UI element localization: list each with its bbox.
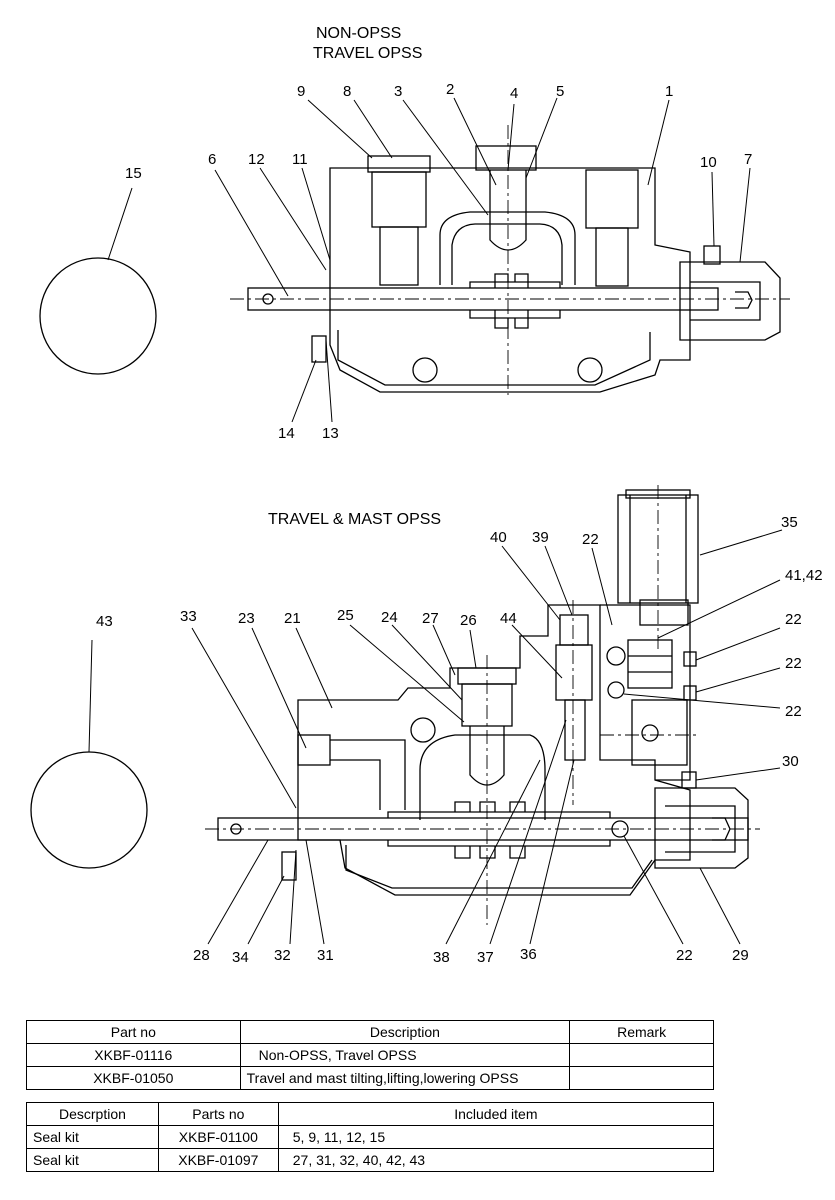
kit-parts-no-cell: XKBF-01100	[157, 1125, 279, 1149]
callout-label: 1	[665, 83, 674, 100]
callout-label: 35	[781, 514, 798, 531]
callout-label: 9	[297, 83, 306, 100]
callout-label: 38	[433, 949, 450, 966]
bottom-view-title: TRAVEL & MAST OPSS	[268, 511, 442, 528]
valve-drawing	[30, 97, 790, 945]
callout-label: 13	[322, 425, 339, 442]
callout-label: 22	[676, 947, 693, 964]
callout-label: 12	[248, 151, 265, 168]
callout-label: 34	[232, 949, 249, 966]
callout-label: 5	[556, 83, 565, 100]
part-number-table: Part no Description Remark XKBF-01116 No…	[26, 1020, 714, 1090]
callout-label: 24	[381, 609, 398, 626]
callout-label: 28	[193, 947, 210, 964]
callout-label: 26	[460, 612, 477, 629]
callout-label: 39	[532, 529, 549, 546]
callout-label: 7	[744, 151, 753, 168]
header-parts-no: Parts no	[157, 1102, 279, 1126]
remark-cell	[569, 1043, 714, 1067]
callout-label: 14	[278, 425, 295, 442]
callout-label: 30	[782, 753, 799, 770]
kit-description-cell: Seal kit	[26, 1125, 159, 1149]
remark-cell	[569, 1066, 714, 1090]
seal-kit-table: Descrption Parts no Included item Seal k…	[26, 1102, 715, 1172]
top-valve-assembly	[39, 97, 790, 423]
callout-label: 36	[520, 946, 537, 963]
callout-label: 31	[317, 947, 334, 964]
top-view-title-line1: NON-OPSS	[316, 25, 402, 42]
table-row: Seal kit XKBF-01097 27, 31, 32, 40, 42, …	[26, 1148, 715, 1172]
callout-label: 23	[238, 610, 255, 627]
callout-label: 29	[732, 947, 749, 964]
kit-parts-no-cell: XKBF-01097	[157, 1148, 279, 1172]
part-no-cell: XKBF-01050	[26, 1066, 241, 1090]
kit-description-cell: Seal kit	[26, 1148, 159, 1172]
seal-ring-15	[39, 257, 157, 375]
callout-label: 22	[785, 655, 802, 672]
callout-label: 4	[510, 85, 519, 102]
kit-items-cell: 5, 9, 11, 12, 15	[277, 1125, 715, 1149]
callout-label: 41,42	[785, 567, 823, 584]
callout-label: 21	[284, 610, 301, 627]
callout-label: 2	[446, 81, 455, 98]
table-header-row: Descrption Parts no Included item	[26, 1102, 715, 1126]
callout-label: 8	[343, 83, 352, 100]
bottom-valve-assembly	[30, 485, 783, 945]
callout-label: 11	[292, 151, 308, 168]
callout-label: 33	[180, 608, 197, 625]
callout-label: 40	[490, 529, 507, 546]
top-view-title-line2: TRAVEL OPSS	[313, 45, 423, 62]
callout-label: 6	[208, 151, 217, 168]
header-remark: Remark	[569, 1020, 714, 1044]
callout-label: 32	[274, 947, 291, 964]
header-description: Description	[239, 1020, 571, 1044]
header-description: Descrption	[26, 1102, 159, 1126]
table-header-row: Part no Description Remark	[26, 1020, 714, 1044]
seal-ring-43	[30, 751, 148, 869]
callout-label: 43	[96, 613, 113, 630]
table-row: Seal kit XKBF-01100 5, 9, 11, 12, 15	[26, 1125, 715, 1149]
callout-label: 22	[582, 531, 599, 548]
callout-label: 22	[785, 703, 802, 720]
description-cell: Travel and mast tilting,lifting,lowering…	[239, 1066, 571, 1090]
callout-label: 22	[785, 611, 802, 628]
callout-label: 25	[337, 607, 354, 624]
callout-label: 37	[477, 949, 494, 966]
table-row: XKBF-01116 Non-OPSS, Travel OPSS	[26, 1043, 714, 1067]
callout-label: 10	[700, 154, 717, 171]
callout-label: 44	[500, 610, 517, 627]
kit-items-cell: 27, 31, 32, 40, 42, 43	[277, 1148, 715, 1172]
callout-label: 15	[125, 165, 142, 182]
description-cell: Non-OPSS, Travel OPSS	[239, 1043, 571, 1067]
table-row: XKBF-01050 Travel and mast tilting,lifti…	[26, 1066, 714, 1090]
header-included-item: Included item	[277, 1102, 715, 1126]
part-no-cell: XKBF-01116	[26, 1043, 241, 1067]
callout-label: 27	[422, 610, 439, 627]
callout-label: 3	[394, 83, 403, 100]
header-part-no: Part no	[26, 1020, 241, 1044]
